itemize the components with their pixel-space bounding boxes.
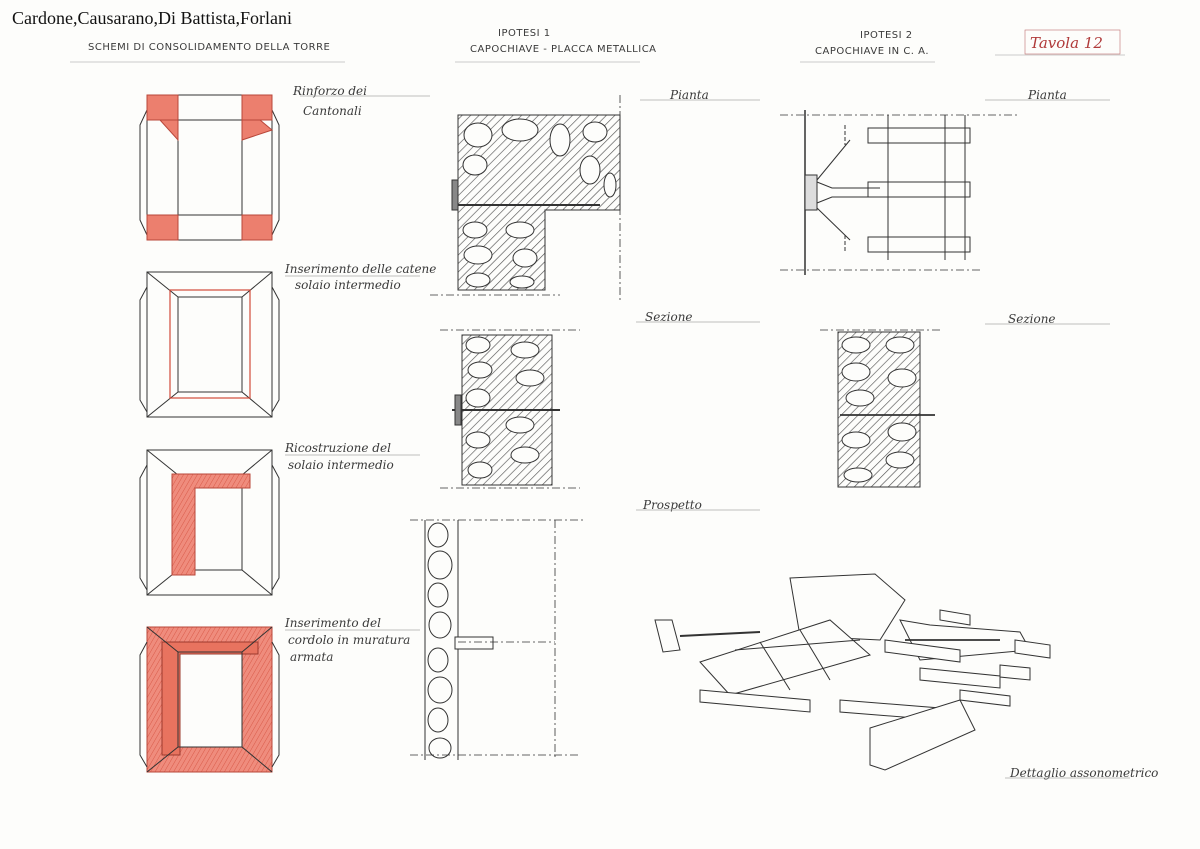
- scheme-3-label-line2: solaio intermedio: [288, 458, 394, 472]
- authors-title: Cardone,Causarano,Di Battista,Forlani: [12, 8, 292, 28]
- tavola-label: Tavola 12: [1030, 34, 1103, 52]
- ipotesi2-pianta: [780, 110, 1020, 275]
- scheme-1-label-line1: Rinforzo dei: [293, 84, 367, 98]
- pianta-1-label: Pianta: [670, 88, 709, 102]
- ipotesi2-subtitle: CAPOCHIAVE IN C. A.: [815, 46, 930, 57]
- scheme-4-label-line2: cordolo in muratura: [288, 633, 411, 647]
- scheme-1-drawing: [139, 94, 280, 241]
- sezione-1-label: Sezione: [645, 310, 693, 324]
- scheme-2-label-line1: Inserimento delle catene: [285, 262, 437, 276]
- ipotesi2-sezione: [820, 329, 940, 488]
- ipotesi1-prospetto: [410, 519, 585, 760]
- prospetto-label: Prospetto: [643, 498, 702, 512]
- scheme-3-drawing: [139, 449, 280, 596]
- ipotesi1-pianta: [430, 95, 621, 300]
- scheme-3-label-line1: Ricostruzione del: [285, 441, 391, 455]
- scheme-4-label-line1: Inserimento del: [285, 616, 381, 630]
- scheme-4-label-line3: armata: [290, 650, 334, 664]
- scheme-2-label-line2: solaio intermedio: [295, 278, 401, 292]
- header-underlines: [70, 54, 1125, 63]
- axonometric-detail: [654, 573, 1051, 771]
- pianta-2-label: Pianta: [1028, 88, 1067, 102]
- ipotesi1-title: IPOTESI 1: [498, 28, 551, 39]
- scheme-4-drawing: [139, 626, 280, 773]
- ipotesi1-subtitle: CAPOCHIAVE - PLACCA METALLICA: [470, 44, 657, 55]
- ipotesi1-sezione: [440, 329, 580, 489]
- scheme-1-label-line2: Cantonali: [303, 104, 362, 118]
- tavola-box: [1024, 29, 1121, 55]
- sezione-2-label: Sezione: [1008, 312, 1056, 326]
- ipotesi2-title: IPOTESI 2: [860, 30, 913, 41]
- schemes-subtitle: SCHEMI DI CONSOLIDAMENTO DELLA TORRE: [88, 42, 331, 53]
- dettaglio-label: Dettaglio assonometrico: [1010, 766, 1159, 780]
- scheme-2-drawing: [139, 271, 280, 418]
